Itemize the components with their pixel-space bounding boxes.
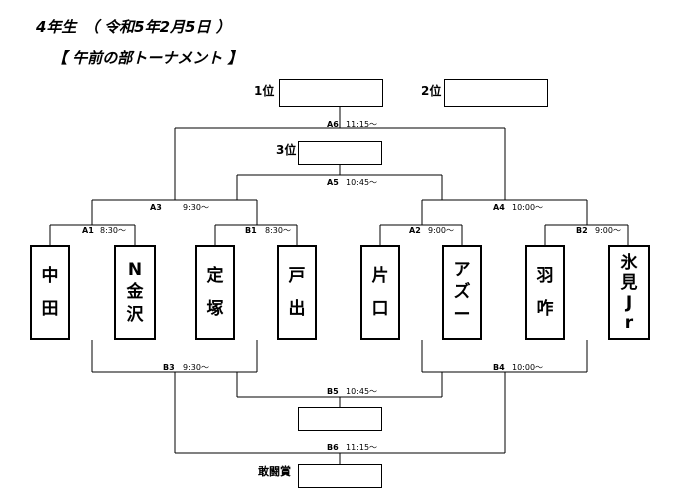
match-code-b3: B3 — [163, 363, 175, 372]
team-hakui[interactable]: 羽 咋 — [525, 245, 565, 340]
team-name-char: 田 — [41, 299, 59, 320]
team-name-char: 片 — [371, 265, 389, 286]
team-n-kanazawa[interactable]: N 金 沢 — [114, 245, 156, 340]
tournament-subtitle: 【 午前の部トーナメント 】 — [52, 49, 243, 67]
match-time-b2: 9:00～ — [595, 226, 621, 235]
match-code-b4: B4 — [493, 363, 505, 372]
team-name-char: 戸 — [288, 265, 306, 286]
match-time-a2: 9:00～ — [428, 226, 454, 235]
match-code-a6: A6 — [327, 120, 339, 129]
team-name-char: 口 — [371, 299, 389, 320]
team-name-char: 羽 — [536, 265, 554, 286]
team-toide[interactable]: 戸 出 — [277, 245, 317, 340]
team-name-char: ア — [453, 260, 471, 281]
match-code-a5: A5 — [327, 178, 339, 187]
rank-1-box[interactable] — [279, 79, 383, 107]
team-name-char: r — [624, 313, 634, 333]
match-code-a4: A4 — [493, 203, 505, 212]
rank-2-label: 2位 — [421, 84, 442, 98]
match-time-a5: 10:45～ — [346, 178, 378, 187]
team-name-char: 氷 — [620, 253, 638, 273]
match-time-b1: 8:30～ — [265, 226, 291, 235]
match-time-a1: 8:30～ — [100, 226, 126, 235]
match-time-b3: 9:30～ — [183, 363, 209, 372]
team-name-char: 沢 — [126, 304, 144, 325]
team-name-char: N — [127, 260, 143, 281]
rank-1-label: 1位 — [254, 84, 275, 98]
team-name-char: 塚 — [206, 299, 224, 320]
match-code-b1: B1 — [245, 226, 257, 235]
match-time-b4: 10:00～ — [512, 363, 544, 372]
match-time-b5: 10:45～ — [346, 387, 378, 396]
match-time-a6: 11:15～ — [346, 120, 378, 129]
team-name-char: 咋 — [536, 299, 554, 320]
team-jotsuka[interactable]: 定 塚 — [195, 245, 235, 340]
team-name-char: 定 — [206, 265, 224, 286]
match-time-b6: 11:15～ — [346, 443, 378, 452]
team-name-char: 見 — [620, 273, 638, 293]
team-name-char: 中 — [41, 265, 59, 286]
team-name-char: ズ — [453, 282, 471, 303]
team-name-char: J — [625, 293, 633, 313]
rank-3-label: 3位 — [276, 143, 297, 157]
match-code-a3: A3 — [150, 203, 162, 212]
rank-3-box[interactable] — [298, 141, 382, 165]
team-name-char: 出 — [288, 299, 306, 320]
team-nakata[interactable]: 中 田 — [30, 245, 70, 340]
page-title: 4年生 （ 令和5年2月5日 ） — [36, 18, 231, 36]
match-time-a4: 10:00～ — [512, 203, 544, 212]
b5-result-box[interactable] — [298, 407, 382, 431]
team-himi-jr[interactable]: 氷 見 J r — [608, 245, 650, 340]
rank-2-box[interactable] — [444, 79, 548, 107]
match-code-b2: B2 — [576, 226, 588, 235]
team-kataguchi[interactable]: 片 口 — [360, 245, 400, 340]
match-code-b6: B6 — [327, 443, 339, 452]
fighting-spirit-box[interactable] — [298, 464, 382, 488]
match-code-a2: A2 — [409, 226, 421, 235]
fighting-spirit-label: 敢闘賞 — [258, 465, 291, 478]
match-code-b5: B5 — [327, 387, 339, 396]
match-time-a3: 9:30～ — [183, 203, 209, 212]
team-name-char: ー — [453, 304, 471, 325]
match-code-a1: A1 — [82, 226, 94, 235]
team-name-char: 金 — [126, 282, 144, 303]
team-azu[interactable]: ア ズ ー — [442, 245, 482, 340]
